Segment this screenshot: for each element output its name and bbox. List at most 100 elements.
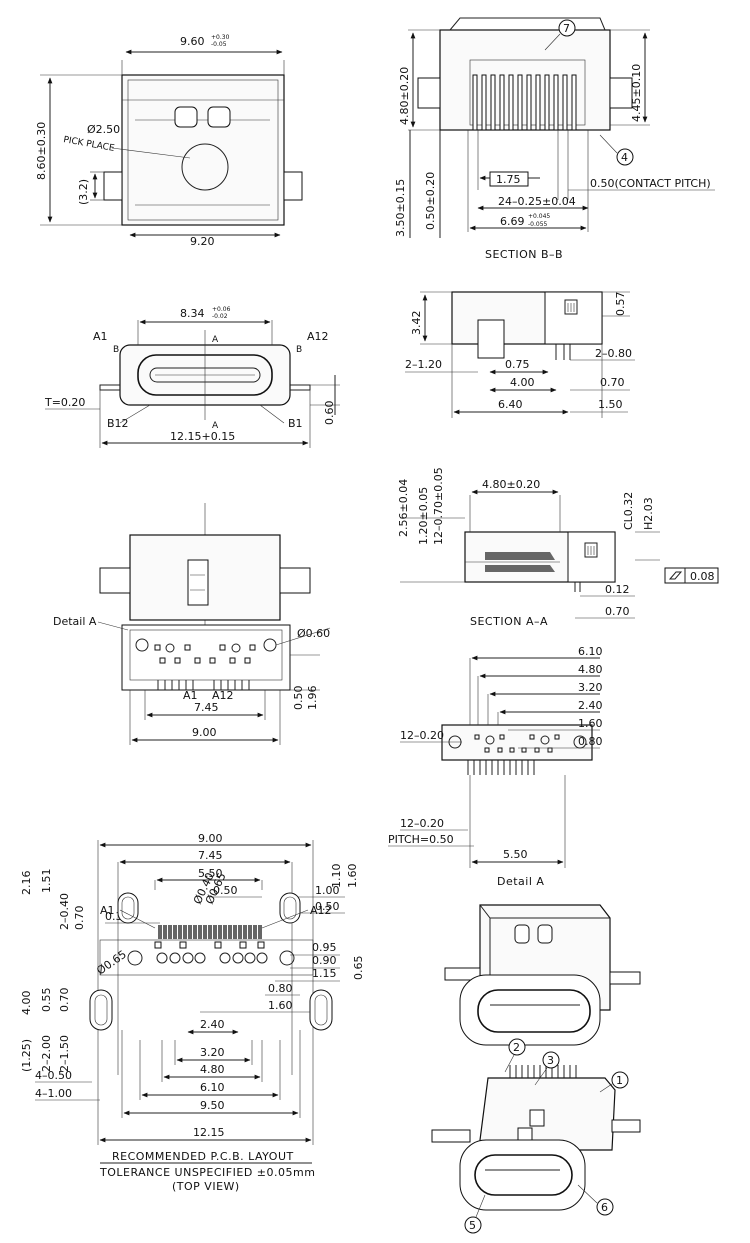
contact-pins [472, 74, 577, 131]
callout-6: 6 [577, 1184, 614, 1216]
top-width-tol-lo: -0.05 [211, 41, 227, 48]
pcb-top-1: 9.00 [198, 832, 223, 845]
detail-dim-4: 2.40 [578, 699, 603, 712]
pcb-bottom-2: 4.80 [200, 1063, 225, 1076]
detail-width: 5.50 [503, 848, 528, 861]
pcb-center-3: 2.40 [200, 1018, 225, 1031]
pcb-center-2: 1.60 [268, 999, 293, 1012]
detail-pin-legs [467, 760, 535, 775]
bb-width-2: 6.69 [500, 215, 525, 228]
inner-dim: (3.2) [77, 179, 90, 205]
front-width: 8.34 [180, 307, 205, 320]
callout-7-label: 7 [563, 22, 570, 35]
section-bb-title: SECTION B–B [485, 248, 563, 261]
front-width-lo: -0.02 [212, 313, 228, 320]
top-bottom-width: 9.20 [190, 235, 215, 248]
bottom-view: Detail A Ø0.60 A1 A12 7.45 9.00 0.50 1.9… [53, 503, 330, 745]
pcb-bottom-1: 3.20 [200, 1046, 225, 1059]
detail-pitch: PITCH=0.50 [388, 833, 454, 846]
bottom-pin-legs [157, 680, 250, 690]
bb-bottom-height: 3.50±0.15 [394, 179, 407, 237]
pcb-top-3: 5.50 [198, 867, 223, 880]
top-view: 9.60 +0.30 -0.05 8.60±0.30 Ø2.50 PICK PL… [35, 34, 303, 248]
side-dim-4: 4.00 [510, 376, 535, 389]
pcb-hole-row [127, 941, 295, 966]
pcb-left-h2: 0.55 [40, 988, 53, 1013]
pcb-a12: A12 [310, 904, 332, 917]
bottom-width-1: 7.45 [194, 701, 219, 714]
bottom-pad-row [154, 643, 256, 664]
shell-thickness: T=0.20 [44, 396, 85, 409]
aa-dim-2: 0.70 [605, 605, 630, 618]
pcb-bottom-4: 4–1.00 [35, 1087, 72, 1100]
pcb-bottom-7: 12.15 [193, 1126, 225, 1139]
pcb-left-b2: 2–2.00 [40, 1035, 53, 1072]
section-b-b: 4.80±0.20 4.45±0.10 3.50±0.15 0.50±0.20 … [394, 17, 715, 261]
pcb-caption-3: (TOP VIEW) [172, 1180, 240, 1193]
bb-low-height: 0.50±0.20 [424, 172, 437, 230]
callout-7: 7 [544, 19, 576, 51]
iso-view-exploded [431, 1065, 641, 1211]
bb-right-height: 4.45±0.10 [630, 64, 643, 122]
section-b-left: B [113, 345, 119, 355]
pcb-right-h1: 1.10 [330, 864, 343, 889]
front-height: 0.60 [323, 401, 336, 426]
pin-a1-label: A1 [93, 330, 108, 343]
detail-dim-6: 0.80 [578, 735, 603, 748]
pcb-right-r4: 0.65 [352, 956, 365, 981]
aa-width: 4.80±0.20 [482, 478, 540, 491]
side-dim-7: 1.50 [598, 398, 623, 411]
section-b-right: B [296, 345, 302, 355]
pcb-right-h2: 1.60 [346, 864, 359, 889]
pcb-bottom-3: 4–0.50 [35, 1069, 72, 1082]
pcb-caption-2: TOLERANCE UNSPECIFIED ±0.05mm [99, 1166, 315, 1179]
bottom-hole: Ø0.60 [297, 627, 330, 640]
aa-height-3: 12–0.70±0.05 [432, 467, 445, 545]
top-width-dim: 9.60 [180, 35, 205, 48]
detail-dim-1: 6.10 [578, 645, 603, 658]
bb-width-2-hi: +0.045 [528, 213, 550, 220]
section-a-bottom: A [212, 421, 219, 431]
bb-width-1: 1.75 [496, 173, 521, 186]
callout-6-label: 6 [601, 1201, 608, 1214]
callout-1: 1 [599, 1071, 629, 1093]
pcb-caption-1: RECOMMENDED P.C.B. LAYOUT [112, 1150, 294, 1163]
pin-b1-label: B1 [288, 417, 303, 430]
side-view: 3.42 0.57 2–1.20 0.75 2–0.80 4.00 0.70 6… [405, 291, 635, 418]
top-contacts [509, 1065, 577, 1078]
detail-a-label: Detail A [53, 615, 97, 628]
callout-2: 2 [504, 1038, 526, 1073]
aa-dim-1: 0.12 [605, 583, 630, 596]
bottom-a12: A12 [212, 689, 234, 702]
aa-h: H2.03 [642, 497, 655, 530]
pcb-a1: A1 [100, 904, 115, 917]
side-dim-5: 0.70 [600, 376, 625, 389]
pcb-right-r3: 1.15 [312, 967, 337, 980]
pcb-center-1: 0.80 [268, 982, 293, 995]
section-a-top: A [212, 335, 219, 345]
pcb-right-2: 0.50 [315, 900, 340, 913]
callout-2-label: 2 [513, 1041, 520, 1054]
pcb-bottom-5: 6.10 [200, 1081, 225, 1094]
pcb-left-h1: 4.00 [20, 991, 33, 1016]
bottom-height-2: 1.96 [306, 686, 319, 711]
pcb-right-r1: 0.95 [312, 941, 337, 954]
side-top: 0.57 [614, 292, 627, 317]
pcb-bottom-6: 9.50 [200, 1099, 225, 1112]
pin-b12-label: B12 [107, 417, 129, 430]
pcb-top-4: 0.50 [213, 884, 238, 897]
detail-a-title: Detail A [497, 875, 544, 888]
pcb-top-2: 7.45 [198, 849, 223, 862]
detail-a: 6.10 4.80 3.20 2.40 1.60 0.80 12–0.20 12… [388, 645, 603, 888]
aa-height-2: 1.20±0.05 [417, 487, 430, 545]
aa-cl: CL0.32 [622, 492, 635, 530]
side-dim-1: 2–1.20 [405, 358, 442, 371]
pin-count-width: 24–0.25±0.04 [498, 195, 576, 208]
callout-5-label: 5 [469, 1219, 476, 1232]
side-height: 3.42 [410, 311, 423, 336]
pcb-left-4: 2.16 [20, 871, 33, 896]
callout-4: 4 [599, 134, 634, 166]
front-overall-width: 12.15+0.15 [170, 430, 235, 443]
front-view: 8.34 +0.06 -0.02 A A B B A1 A12 B12 B1 T… [44, 306, 340, 448]
